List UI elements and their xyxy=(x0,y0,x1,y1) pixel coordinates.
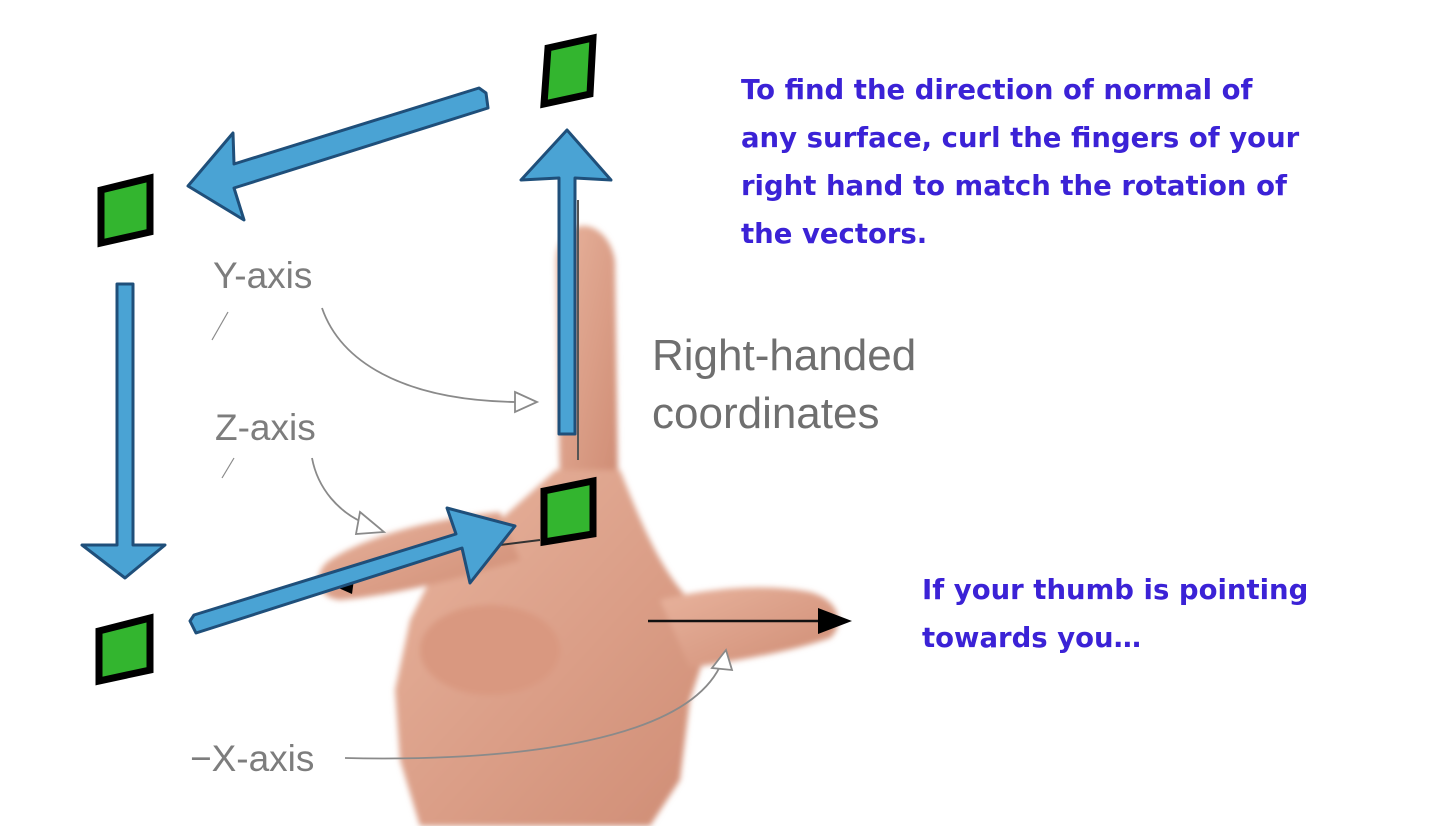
arrow-left-icon xyxy=(80,282,167,580)
thumb xyxy=(660,587,839,668)
arrow-bottom-icon xyxy=(188,506,517,635)
knuckles xyxy=(420,605,560,695)
thumb-note-line-2: towards you… xyxy=(922,622,1142,654)
caption-right-handed: Right-handed xyxy=(652,331,916,380)
thumb-arrow-head-icon xyxy=(818,608,852,634)
marker-top-left-icon xyxy=(97,173,154,248)
marker-top-right-icon xyxy=(540,33,597,109)
instruction-line-3: right hand to match the rotation of xyxy=(741,170,1287,202)
marker-bottom-left-icon xyxy=(95,613,154,686)
y-axis-curve xyxy=(321,307,516,403)
instruction-text: To find the direction of normal of any s… xyxy=(741,66,1299,258)
arrow-right-icon xyxy=(519,128,613,436)
y-tick xyxy=(211,311,229,341)
axis-guides xyxy=(211,200,820,760)
arrow-top-icon xyxy=(186,86,490,222)
z-axis-curve xyxy=(311,457,363,523)
instruction-line-2: any surface, curl the fingers of your xyxy=(741,122,1300,154)
vertex-markers xyxy=(95,33,597,686)
marker-middle-right-icon xyxy=(540,476,597,547)
y-axis-label: Y-axis xyxy=(213,255,312,296)
x-axis-curve-head xyxy=(710,648,734,672)
thumb-note-text: If your thumb is pointing towards you… xyxy=(922,566,1308,662)
instruction-line-4: the vectors. xyxy=(741,218,928,250)
z-axis-label: Z-axis xyxy=(215,407,316,448)
x-axis-curve xyxy=(344,661,723,760)
middle-finger-line xyxy=(499,539,541,546)
instruction-line-1: To find the direction of normal of xyxy=(741,74,1253,106)
z-tick xyxy=(221,457,235,479)
thumb-note-line-1: If your thumb is pointing xyxy=(922,574,1309,606)
vector-arrows xyxy=(80,86,613,635)
y-axis-curve-head xyxy=(514,390,540,414)
z-axis-curve-head xyxy=(354,510,387,535)
caption-coordinates: coordinates xyxy=(652,389,879,438)
x-axis-label: −X-axis xyxy=(190,738,314,779)
